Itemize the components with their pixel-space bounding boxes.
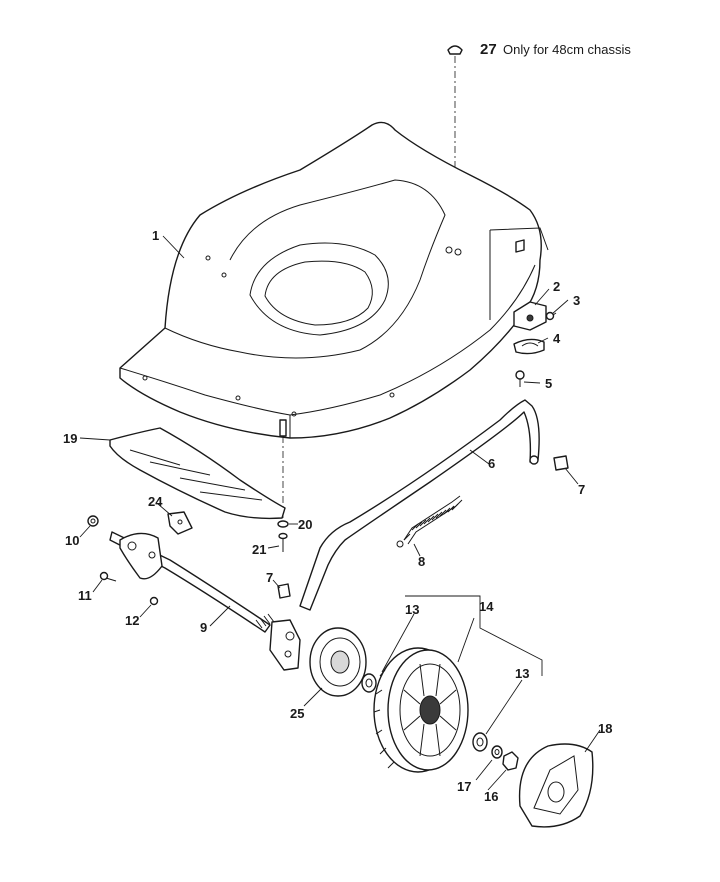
part-9-axle (109, 531, 301, 671)
callout-3: 3 (573, 293, 580, 308)
part-17-washer (491, 745, 503, 759)
callout-6: 6 (488, 456, 495, 471)
part-1-deck (119, 121, 549, 520)
callout-19: 19 (63, 431, 77, 446)
part-16-nut (502, 751, 519, 771)
part-7-cap-lower (277, 583, 291, 599)
wheel-assembly-bracket (405, 595, 543, 676)
part-5-screw (515, 370, 525, 387)
callout-17: 17 (457, 779, 471, 794)
part-21-bolt (278, 532, 288, 552)
callout-5: 5 (545, 376, 552, 391)
callout-7-upper: 7 (578, 482, 585, 497)
callout-21: 21 (252, 542, 266, 557)
part-12-nut (149, 596, 159, 606)
callout-1: 1 (152, 228, 159, 243)
part-19-rear-flap (109, 427, 286, 520)
callout-27: 27 (480, 41, 497, 58)
callout-18: 18 (598, 721, 612, 736)
part-14-wheel (373, 647, 469, 773)
part-11-screw (99, 571, 117, 582)
note-48cm-chassis: Only for 48cm chassis (503, 42, 631, 57)
part-2-bracket (513, 301, 547, 331)
part-3-screw (545, 311, 557, 321)
part-18-wheel-cover (518, 743, 594, 828)
callout-4: 4 (553, 331, 561, 346)
part-7-cap-upper (553, 455, 569, 471)
leader-lines (79, 235, 601, 791)
part-13-bearing-outer (472, 732, 488, 752)
part-10-nut (87, 515, 99, 527)
callout-7-lower: 7 (266, 570, 273, 585)
callout-13-lower: 13 (515, 666, 529, 681)
part-8-spring (396, 495, 463, 548)
part-13-bearing-inner (361, 673, 377, 693)
callout-14: 14 (479, 599, 494, 614)
callout-2: 2 (553, 279, 560, 294)
callout-labels: 1 2 3 4 5 6 7 7 8 9 10 11 12 13 13 14 16… (63, 228, 612, 804)
callout-12: 12 (125, 613, 139, 628)
part-6-lever (299, 399, 540, 611)
callout-8: 8 (418, 554, 425, 569)
part-25-hub-cap (309, 627, 367, 697)
callout-16: 16 (484, 789, 498, 804)
callout-25: 25 (290, 706, 304, 721)
callout-10: 10 (65, 533, 79, 548)
part-4-clip (513, 338, 545, 355)
part-20-washer (277, 520, 289, 528)
callout-24: 24 (148, 494, 163, 509)
part-24-bracket (167, 511, 193, 535)
callout-9: 9 (200, 620, 207, 635)
callout-11: 11 (78, 588, 92, 603)
callout-13-upper: 13 (405, 602, 419, 617)
callout-20: 20 (298, 517, 312, 532)
